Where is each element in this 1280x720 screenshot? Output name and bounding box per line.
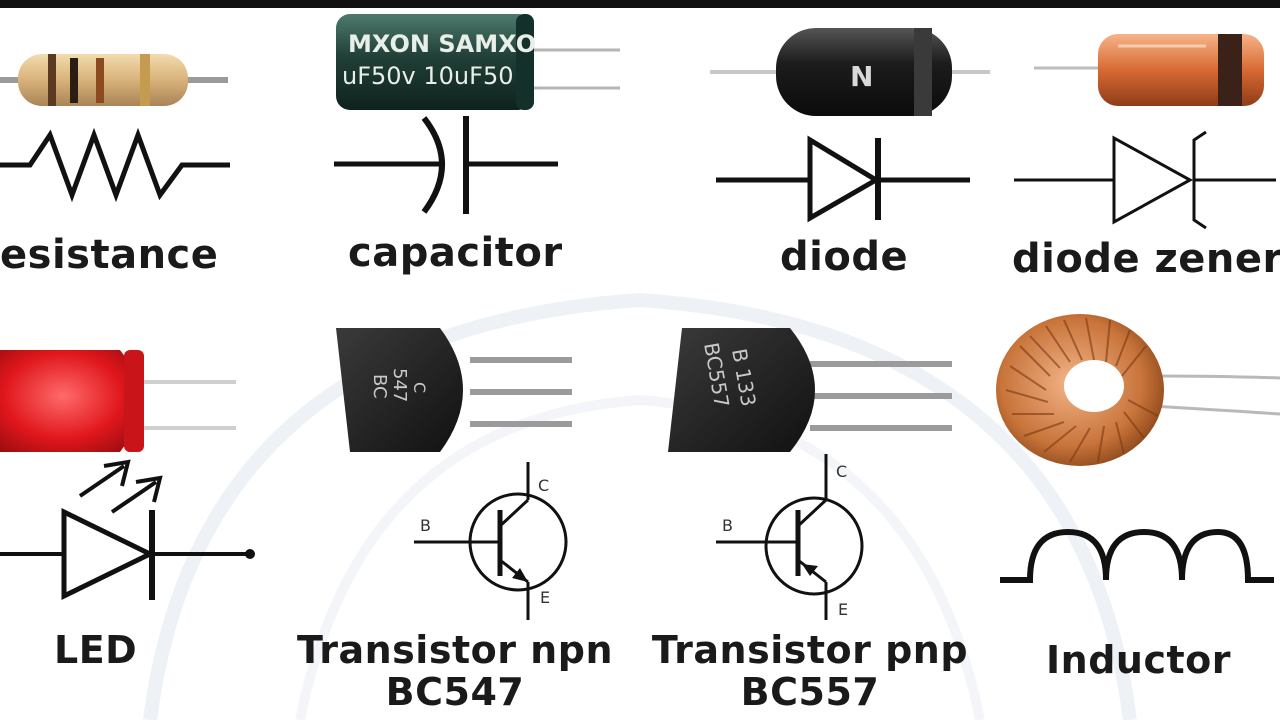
zener-cell: diode zener xyxy=(1010,24,1280,294)
zener-label: diode zener xyxy=(1012,236,1280,282)
npn-label-line1: Transistor npn xyxy=(297,628,613,672)
pnp-pin-b: B xyxy=(722,516,734,535)
npn-pin-b: B xyxy=(420,516,432,535)
npn-marking-1: BC xyxy=(369,374,390,399)
npn-label-line2: BC547 xyxy=(385,670,525,714)
npn-cell: BC 547 C B C E Transistor npn BC547 xyxy=(290,320,630,720)
diode-label: diode xyxy=(780,234,909,280)
pnp-pin-e: E xyxy=(838,600,849,619)
npn-photo: BC 547 C xyxy=(336,328,572,452)
inductor-label: Inductor xyxy=(1046,638,1231,682)
led-cell: LED xyxy=(0,340,270,680)
pnp-label-line1: Transistor pnp xyxy=(651,628,969,672)
capacitor-cell: MXON SAMXO uF50v 10uF50 capacitor xyxy=(320,8,620,288)
diode-marking: N xyxy=(850,60,873,93)
capacitor-symbol xyxy=(334,116,558,214)
diode-cell: N diode xyxy=(700,20,1000,290)
npn-pin-c: C xyxy=(538,476,550,495)
npn-symbol xyxy=(414,462,568,620)
led-label: LED xyxy=(54,628,138,672)
pnp-pin-c: C xyxy=(836,462,848,481)
resistor-label: esistance xyxy=(0,232,219,278)
capacitor-marking-1: MXON SAMXO xyxy=(348,30,536,58)
resistor-photo xyxy=(0,54,228,106)
pnp-label-line2: BC557 xyxy=(740,670,880,714)
resistor-cell: esistance xyxy=(0,30,260,290)
led-symbol xyxy=(0,459,255,601)
diode-symbol xyxy=(716,135,970,223)
diode-photo: N xyxy=(710,28,990,116)
pnp-symbol xyxy=(716,454,864,620)
resistor-symbol xyxy=(0,127,230,203)
inductor-cell: Inductor xyxy=(990,306,1280,686)
zener-symbol xyxy=(1014,130,1276,230)
pnp-photo: BC557 B 133 xyxy=(668,328,952,452)
capacitor-marking-2: uF50v 10uF50 xyxy=(342,62,513,90)
top-border xyxy=(0,0,1280,8)
capacitor-photo: MXON SAMXO uF50v 10uF50 xyxy=(336,14,620,110)
npn-marking-2: 547 xyxy=(389,368,410,402)
pnp-cell: BC557 B 133 B C E Transistor pnp BC557 xyxy=(640,320,980,720)
npn-marking-3: C xyxy=(410,382,429,393)
inductor-photo xyxy=(996,314,1280,466)
led-photo xyxy=(0,350,236,452)
inductor-symbol xyxy=(1000,528,1274,583)
zener-photo xyxy=(1034,34,1264,106)
capacitor-label: capacitor xyxy=(348,230,563,276)
npn-pin-e: E xyxy=(540,588,551,607)
